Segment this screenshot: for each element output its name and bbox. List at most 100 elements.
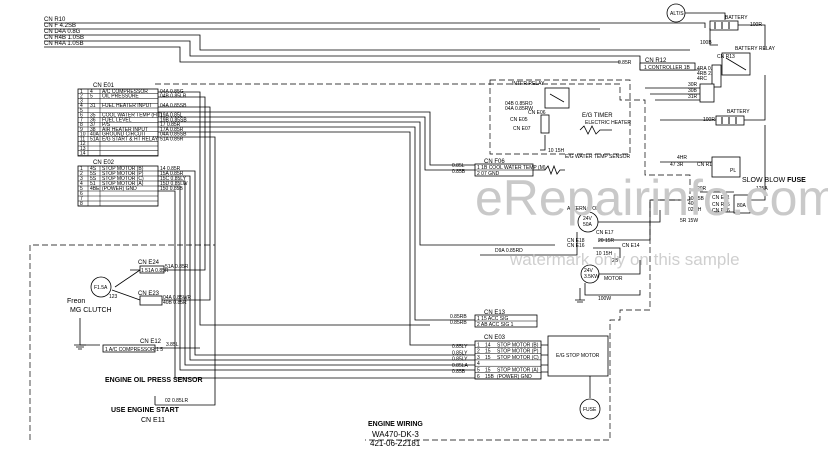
- bat-wire: 30R: [688, 82, 698, 88]
- fuse-circle: FUSE: [579, 398, 601, 420]
- engine-wiring-title: ENGINE WIRING: [368, 421, 423, 428]
- cn-e12-row: 1 A/C COMPRESSOR 1 5: [105, 347, 163, 353]
- title-block: ENGINE WIRING WA470-DK-3 421-06-Z2181: [368, 421, 423, 448]
- battery-2: [715, 115, 745, 126]
- cn-f06-row: 1 1B COOL WATER TEMP (M): [477, 165, 546, 171]
- relay-wire: 4RB 2.0R: [697, 71, 719, 77]
- row-number: 1: [477, 342, 480, 348]
- row-number: 8: [80, 122, 83, 128]
- wire-4hr: 4HR: [677, 155, 687, 161]
- row-wire-label: 14 0.85R: [160, 166, 181, 172]
- row-number: 5: [477, 368, 480, 374]
- row-number: 6: [80, 113, 83, 119]
- fuse-symbol: [579, 398, 601, 420]
- bat-wire: 31R: [688, 94, 698, 100]
- sbf-wire: 10 15B: [688, 196, 705, 202]
- row-wire-no: 35: [90, 113, 96, 119]
- row-wire-no: 15: [485, 355, 491, 361]
- wire-10: 10 15H: [596, 251, 613, 257]
- wire-47r: 47 3R: [670, 162, 684, 168]
- row-number: 8: [80, 201, 83, 207]
- cn-e17: CN E17: [596, 230, 614, 236]
- cn-e23-label: CN E23: [138, 291, 160, 297]
- row-wire-label: 15A 0.85R: [160, 171, 184, 177]
- cn-e12: CN E12 1 A/C COMPRESSOR 1 5 3.85L: [102, 339, 200, 353]
- relay-connector: CN R13: [717, 54, 735, 60]
- wire-2b: 2B: [612, 258, 619, 264]
- slow-blow-title: SLOW BLOW FUSE: [742, 177, 806, 184]
- relay-connector-e06: [540, 114, 550, 134]
- cn-e24-row: 1 51A 0.85R: [141, 268, 169, 274]
- top-left-wire-labels: CN R10 CN F 4.2SB CN D4A 0.8G CN R4B 1.0…: [44, 17, 84, 47]
- cn-e06: CN E06: [528, 110, 546, 116]
- cn-e12-box: [102, 344, 156, 353]
- row-description: AIR HEATER INPUT: [102, 127, 148, 133]
- cn-f06-wire: 0.85L: [452, 163, 465, 169]
- bat-wire: 30B: [688, 88, 698, 94]
- row-number: 12: [80, 141, 86, 147]
- row-wire-no: 15: [485, 368, 491, 374]
- starter-motor: 24V 3.5KW MOTOR 100W: [575, 260, 641, 303]
- stop-motor: E/G STOP MOTOR: [541, 335, 609, 398]
- slow-blow-fuse: [733, 194, 751, 214]
- cn-r12: CN R12 0.85R 1 CONTROLLER 1B: [618, 58, 696, 71]
- battery-label: BATTERY: [725, 15, 748, 21]
- row-number: 6: [477, 374, 480, 380]
- row-wire-no: 40A: [90, 132, 100, 138]
- wire-5r: 5R 15W: [680, 218, 698, 224]
- row-wire-label: 150 0.85B: [160, 186, 183, 192]
- cn-f06-row: 2 07 GND: [477, 171, 500, 177]
- cn-e18: CN E18: [567, 238, 585, 244]
- row-description: STOP MOTOR (P): [497, 349, 539, 355]
- cn-e13-row: 1 15 ACC SIG: [477, 316, 509, 322]
- battery-2-label: BATTERY: [727, 109, 750, 115]
- row-wire-no: 14: [485, 342, 491, 348]
- row-wire-no: 38: [90, 127, 96, 133]
- engine-oil-cn: CN E11: [141, 417, 165, 424]
- cn-f06-wire: 0.85B: [452, 169, 466, 175]
- cn-e14: CN E14: [622, 243, 640, 249]
- cn-e13-row: 2 AB ACC SIG 1: [477, 322, 514, 328]
- row-description: FUEL LEVEL: [102, 117, 132, 123]
- row-description: STOP MOTOR (P): [102, 171, 144, 177]
- engine-oil-title: ENGINE OIL PRESS SENSOR: [105, 377, 203, 384]
- fuse-label: FUSE: [583, 407, 597, 413]
- cn-e23-wire: 04A 0.85WR: [163, 295, 191, 301]
- wire-100w: 100W: [598, 296, 611, 302]
- watermark-sub: watermark only on this sample: [509, 250, 740, 269]
- row-wire-label: 19B 0.85SB: [160, 117, 187, 123]
- inter-relay-bottom-note: E/G WATER TEMP SENSOR: [565, 154, 630, 160]
- row-description: E/G START & HT RELAY: [102, 136, 159, 142]
- row-wire-label: 04B 0.85LR: [160, 94, 187, 100]
- row-description: OIL PRESSURE: [102, 94, 139, 100]
- cn-e13-wire: 0.85RB: [450, 314, 467, 320]
- row-wire-label: 0.85B: [452, 369, 466, 375]
- row-number: 4: [80, 103, 83, 109]
- row-wire-label: 15D 0.85LW: [160, 181, 188, 187]
- pl-box: [711, 156, 741, 178]
- mg-clutch: F1.5A 123 Freon MG CLUTCH: [67, 276, 118, 350]
- cn-e05: CN E05: [510, 117, 528, 123]
- relay-wire-b: 04A 0.85RW: [505, 106, 533, 112]
- battery-1: [709, 20, 739, 31]
- clutch-bubble: 123: [109, 294, 118, 300]
- engine-oil-sensor: ENGINE OIL PRESS SENSOR 02 0.85LR USE EN…: [105, 377, 203, 424]
- row-number: 13: [80, 146, 86, 152]
- cn-e07: CN E07: [513, 126, 531, 132]
- cn-e13-label: CN E13: [484, 310, 506, 316]
- timer-sub: ELECTRIC HEATER: [585, 120, 631, 126]
- row-wire-label: 17 0.85R: [160, 122, 181, 128]
- right-parts: 4HR 47 3R CN R17 PL SLOW BLOW FUSE 125A …: [660, 125, 806, 224]
- row-wire-no: 4BE: [90, 186, 100, 192]
- cn-r17: CN R17: [697, 162, 715, 168]
- cn-e24-box: [139, 265, 165, 274]
- cn-r15: CN R15: [712, 202, 730, 208]
- motor-inner: 3.5KW: [584, 274, 599, 280]
- cn-f06: CN F06 1 1B COOL WATER TEMP (M) 2 07 GND…: [452, 159, 565, 177]
- inter-relay: INTER RELAY 04B 0.85RO 04A 0.85RW CN E05…: [489, 79, 631, 160]
- row-wire-no: 4: [90, 89, 93, 95]
- wire-100b: 100B: [700, 40, 712, 46]
- row-wire-label: 0.85LY: [452, 357, 468, 363]
- row-description: GROUND CIRCUIT: [102, 132, 146, 138]
